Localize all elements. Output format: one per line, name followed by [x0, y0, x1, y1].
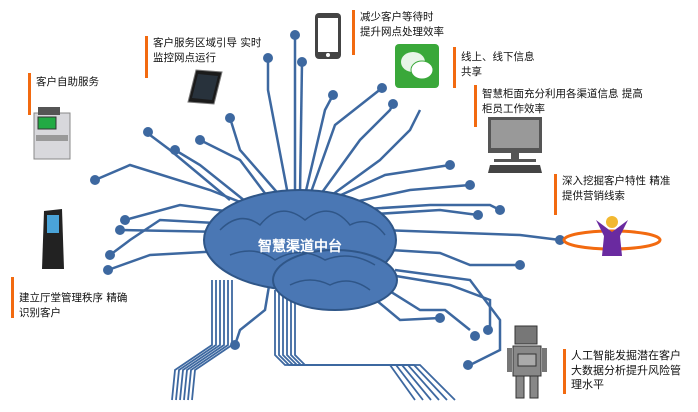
circuit-node — [225, 113, 235, 123]
circuit-trace — [282, 290, 432, 401]
circuit-trace — [290, 290, 448, 401]
circuit-trace — [278, 290, 424, 401]
circuit-node — [377, 83, 387, 93]
circuit-trace — [149, 134, 231, 201]
circuit-trace — [187, 280, 229, 401]
circuit-node — [103, 265, 113, 275]
circuit-node — [515, 260, 525, 270]
wechat-icon — [395, 44, 439, 88]
circuit-node — [263, 53, 273, 63]
label-ai-risk: 人工智能发掘潜在客户 大数据分析提升风险管 理水平 — [563, 349, 681, 394]
circuit-node — [555, 235, 565, 245]
circuit-trace — [339, 183, 471, 207]
circuit-node — [105, 250, 115, 260]
center-title: 智慧渠道中台 — [258, 239, 342, 255]
label-line: 人工智能发掘潜在客户 — [571, 349, 681, 362]
label-line: 客户自助服务 — [36, 76, 99, 88]
circuit-trace — [389, 248, 520, 267]
circuit-trace — [379, 228, 561, 242]
circuit-trace — [233, 279, 272, 346]
circuit-node — [230, 340, 240, 350]
circuit-trace — [324, 109, 422, 202]
circuit-trace — [174, 148, 251, 206]
circuit-trace — [175, 280, 217, 401]
circuit-trace — [394, 268, 502, 367]
circuit-trace — [379, 283, 471, 331]
circuit-node — [297, 57, 307, 67]
circuit-node — [388, 99, 398, 109]
circuit-node — [495, 205, 505, 215]
label-line: 监控网点运行 — [153, 52, 216, 64]
circuit-trace — [349, 203, 501, 212]
circuit-trace — [369, 294, 441, 322]
label-line: 智慧柜面充分利用各渠道信息 提高 — [482, 88, 643, 100]
person-icon — [562, 216, 662, 256]
label-reduce-wait: 减少客户等待时 提升网点处理效率 — [352, 10, 444, 55]
circuit-trace — [183, 280, 225, 401]
circuit-node — [328, 90, 338, 100]
label-area-guide: 客户服务区域引导 实时 监控网点运行 — [145, 36, 261, 78]
label-customer-insight: 深入挖掘客户特性 精准 提供营销线索 — [554, 174, 670, 215]
label-line: 减少客户等待时 — [360, 11, 434, 23]
circuit-trace — [308, 87, 383, 196]
circuit-node — [90, 175, 100, 185]
circuit-node — [483, 325, 493, 335]
label-line: 提升网点处理效率 — [360, 26, 444, 38]
kiosk-icon — [42, 209, 64, 269]
circuit-node — [463, 360, 473, 370]
tablet-icon — [187, 69, 223, 105]
circuit-trace — [94, 163, 261, 212]
circuit-node — [143, 127, 153, 137]
label-line: 深入挖掘客户特性 精准 — [562, 175, 671, 187]
circuit-trace — [266, 58, 290, 196]
label-hall-order: 建立厅堂管理秩序 精确 识别客户 — [11, 277, 128, 319]
circuit-node — [290, 30, 300, 40]
circuit-node — [470, 331, 480, 341]
label-line: 柜员工作效率 — [482, 103, 545, 115]
atm-icon — [33, 107, 71, 160]
label-line: 建立厅堂管理秩序 精确 — [19, 292, 128, 304]
label-line: 提供营销线索 — [562, 190, 625, 202]
circuit-node — [115, 225, 125, 235]
circuit-node — [445, 160, 455, 170]
label-line: 客户服务区域引导 实时 — [153, 37, 262, 49]
label-smart-counter: 智慧柜面充分利用各渠道信息 提高 柜员工作效率 — [474, 85, 643, 127]
circuit-trace — [298, 61, 304, 196]
circuit-node — [473, 210, 483, 220]
circuit-trace — [329, 163, 451, 202]
label-line: 大数据分析提升风险管 — [571, 363, 681, 377]
circuit-node — [120, 215, 130, 225]
circuit-trace — [316, 103, 395, 199]
circuit-trace — [274, 290, 416, 401]
label-line: 共享 — [461, 66, 482, 78]
circuit-trace — [179, 280, 221, 401]
label-info-share: 线上、线下信息 共享 — [453, 47, 535, 88]
circuit-trace — [303, 94, 335, 196]
label-self-service: 客户自助服务 — [28, 73, 99, 115]
circuit-node — [465, 180, 475, 190]
circuit-trace — [389, 273, 492, 330]
robot-icon — [507, 325, 547, 399]
circuit-trace — [286, 290, 440, 401]
brain-icon — [203, 189, 398, 311]
label-line: 理水平 — [571, 378, 604, 391]
circuit-node — [170, 145, 180, 155]
circuit-node — [195, 135, 205, 145]
circuit-trace — [294, 290, 456, 401]
smartphone-icon — [315, 13, 341, 59]
label-line: 识别客户 — [19, 307, 61, 319]
circuit-trace — [359, 208, 479, 217]
circuit-trace — [228, 117, 283, 199]
label-line: 线上、线下信息 — [461, 51, 535, 63]
computer-icon — [488, 117, 542, 173]
circuit-trace — [171, 280, 213, 401]
circuit-trace — [191, 280, 233, 401]
circuit-trace — [199, 138, 271, 201]
circuit-node — [435, 313, 445, 323]
